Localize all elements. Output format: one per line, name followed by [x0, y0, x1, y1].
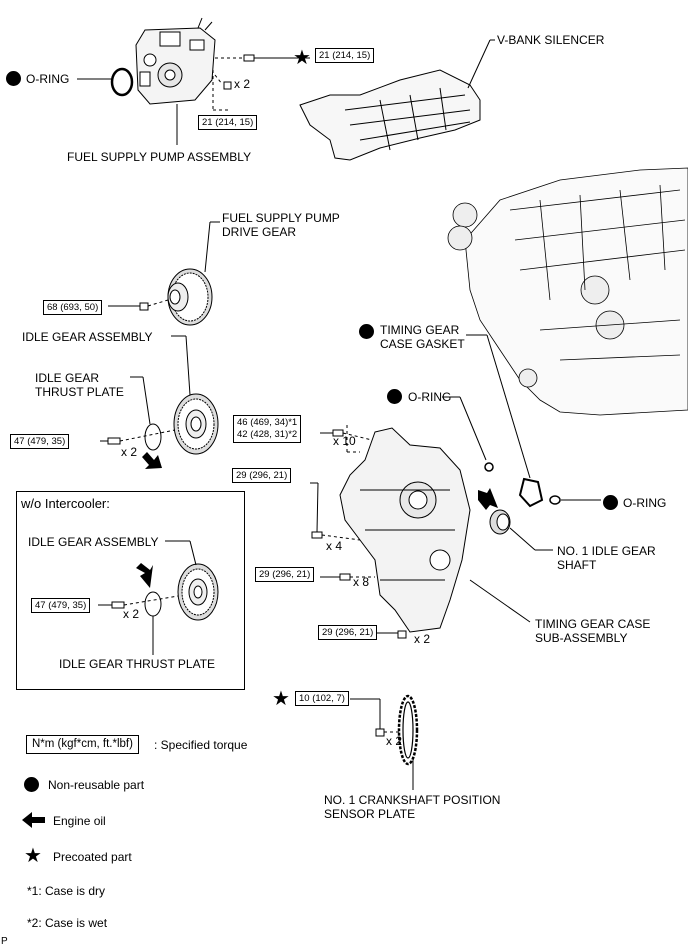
count-label: x 10 [333, 434, 356, 448]
non-reusable-dot-icon [359, 324, 374, 339]
legend-engine-oil-label: Engine oil [53, 814, 106, 828]
idle-thrust-label-2: THRUST PLATE [35, 385, 124, 399]
count-label: x 8 [353, 575, 370, 589]
torque-box-case-left: 29 (296, 21) [232, 468, 292, 483]
count-label: x 2 [121, 445, 138, 459]
gasket-label-2: CASE GASKET [380, 337, 465, 351]
engine-oil-arrow-icon [142, 452, 162, 469]
inset-title: w/o Intercooler: [21, 496, 110, 511]
fuel-supply-pump-illustration [135, 17, 216, 105]
torque-box-pump-top: 21 (214, 15) [315, 48, 375, 63]
non-reusable-dot-icon [603, 495, 618, 510]
o-ring-label: O-RING [408, 390, 452, 404]
legend-torque-desc: : Specified torque [154, 738, 248, 752]
o-ring-case [484, 462, 494, 472]
crank-label-2: SENSOR PLATE [324, 807, 416, 821]
engine-oil-arrow-icon-2 [478, 488, 498, 510]
timing-case-label-2: SUB-ASSEMBLY [535, 631, 628, 645]
count-label: x 2 [386, 734, 403, 748]
idle-gear-thrust-plate-main [144, 423, 162, 451]
idle-thrust-label-1: IDLE GEAR [35, 371, 100, 385]
torque-box-case-mid: 29 (296, 21) [255, 567, 315, 582]
inset-idle-gear-illustration [177, 563, 219, 621]
torque-box-thrust: 47 (479, 35) [10, 434, 70, 449]
fuel-pump-drive-gear-illustration [167, 268, 213, 326]
timing-gear-case-gasket [518, 477, 544, 508]
count-label: x 2 [234, 77, 251, 91]
legend-precoated-label: Precoated part [53, 850, 132, 864]
timing-case-label-1: TIMING GEAR CASE [535, 617, 651, 631]
gasket-label-1: TIMING GEAR [380, 323, 460, 337]
legend-non-reusable-icon [24, 777, 39, 792]
crankshaft-sensor-plate-illustration [397, 694, 419, 766]
legend-non-reusable-label: Non-reusable part [48, 778, 145, 792]
crank-label-1: NO. 1 CRANKSHAFT POSITION [324, 793, 501, 807]
non-reusable-dot-icon [387, 389, 402, 404]
legend-engine-oil-arrow-icon [22, 812, 45, 828]
torque-box-drive-gear: 68 (693, 50) [43, 300, 103, 315]
idle-shaft-label-2: SHAFT [557, 558, 597, 572]
timing-gear-case-illustration [339, 427, 471, 633]
count-label: x 2 [414, 632, 431, 646]
torque-wet: 42 (428, 31)*2 [237, 429, 298, 440]
count-label: x 4 [326, 539, 343, 553]
idle-shaft-label-1: NO. 1 IDLE GEAR [557, 544, 656, 558]
v-bank-silencer-label: V-BANK SILENCER [497, 33, 605, 47]
precoated-star-icon: ★ [293, 47, 311, 69]
o-ring-label: O-RING [623, 496, 667, 510]
torque-box-crank: 10 (102, 7) [295, 691, 349, 706]
idle-gear-assembly-label: IDLE GEAR ASSEMBLY [22, 330, 153, 344]
torque-box-pump-nut: 21 (214, 15) [198, 115, 258, 130]
legend-precoated-icon: ★ [24, 845, 42, 867]
idle-gear-illustration [173, 393, 219, 455]
engine-oil-arrow-icon-3 [136, 563, 153, 588]
torque-dry: 46 (469, 34)*1 [237, 417, 298, 428]
o-ring-shaft [549, 495, 561, 505]
inset-idle-gear-label: IDLE GEAR ASSEMBLY [28, 535, 159, 549]
legend-torque-box: N*m (kgf*cm, ft.*lbf) [26, 735, 139, 754]
o-ring-label: O-RING [26, 72, 70, 86]
corner-letter: P [1, 936, 8, 947]
count-label: x 2 [123, 607, 140, 621]
precoated-star-icon: ★ [272, 688, 290, 710]
fuel-pump-label: FUEL SUPPLY PUMP ASSEMBLY [67, 150, 252, 164]
no1-idle-gear-shaft-illustration [489, 509, 511, 535]
inset-frame [16, 491, 245, 690]
legend-note-wet: *2: Case is wet [27, 916, 108, 930]
torque-box-case-bottom: 29 (296, 21) [318, 625, 378, 640]
torque-box-inset: 47 (479, 35) [31, 598, 91, 613]
v-bank-silencer-illustration [299, 69, 481, 161]
drive-gear-label-2: DRIVE GEAR [222, 225, 297, 239]
legend-note-dry: *1: Case is dry [27, 884, 106, 898]
non-reusable-dot-icon [6, 71, 21, 86]
drive-gear-label-1: FUEL SUPPLY PUMP [222, 211, 340, 225]
engine-block-illustration [447, 167, 688, 416]
o-ring-pump [110, 67, 134, 97]
inset-thrust-label: IDLE GEAR THRUST PLATE [59, 657, 216, 671]
